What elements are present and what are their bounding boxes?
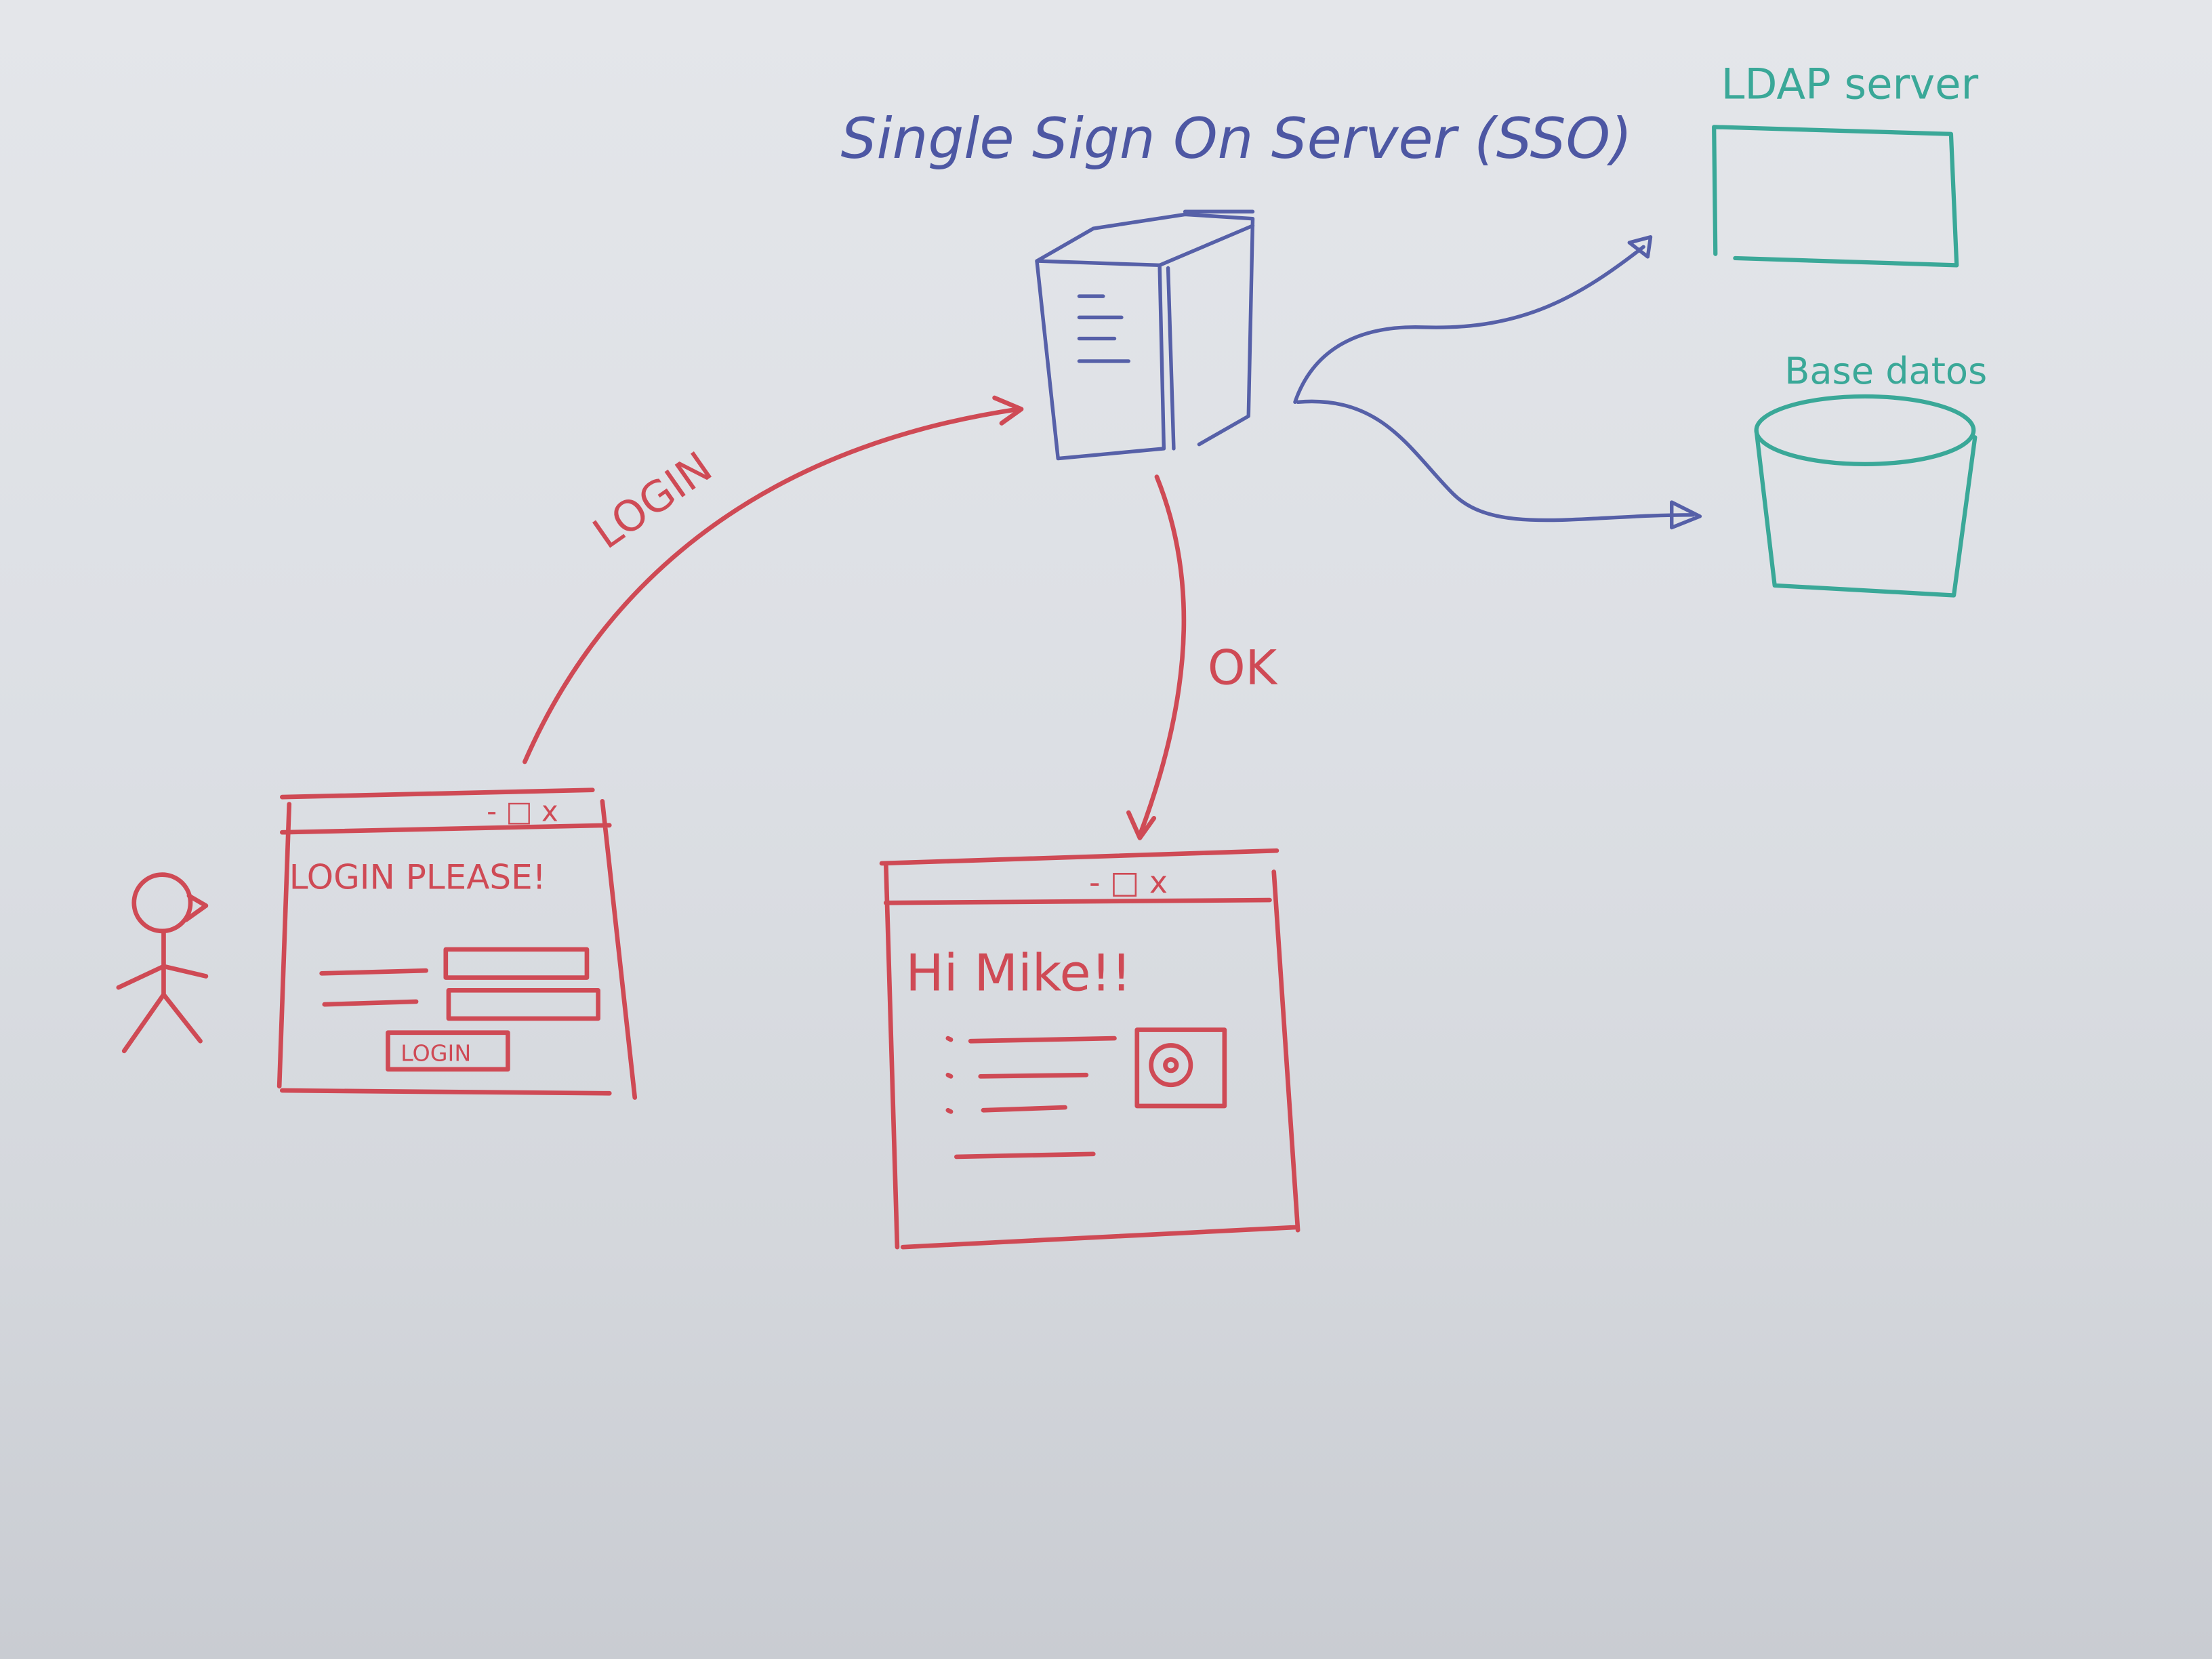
welcome-window: - □ x Hi Mike!! [879,848,1300,1250]
profile-photo-icon [1134,1027,1227,1109]
login-arrow [523,395,1024,764]
ok-arrow [1126,474,1187,840]
content-lines [954,1036,1117,1160]
login-button[interactable] [386,1030,510,1072]
sso-title: Single Sign On Server (SSO) [841,106,1633,171]
login-button-label: LOGIN [401,1040,471,1066]
login-window: - □ x LOGIN PLEASE! LOGIN [276,787,638,1100]
login-window-controls: - □ x [487,795,558,828]
login-heading: LOGIN PLEASE! [289,857,546,897]
database-cylinder-icon [1754,394,1978,598]
ldap-server-box [1712,125,1959,268]
ok-arrow-label: OK [1208,640,1278,696]
field-labels [319,968,428,1007]
user-stick-figure-icon [116,872,209,1054]
database-label: Base datos [1784,350,1987,392]
welcome-window-controls: - □ x [1089,864,1168,901]
greeting-text: Hi Mike!! [905,943,1131,1002]
password-field[interactable] [446,987,600,1021]
arrow-to-ldap [1293,235,1653,404]
username-field[interactable] [443,947,590,980]
arrow-to-database [1296,399,1702,530]
sso-server-icon [1035,209,1255,461]
ldap-label: LDAP server [1721,60,1979,109]
login-arrow-label: LOGIN [584,442,721,558]
